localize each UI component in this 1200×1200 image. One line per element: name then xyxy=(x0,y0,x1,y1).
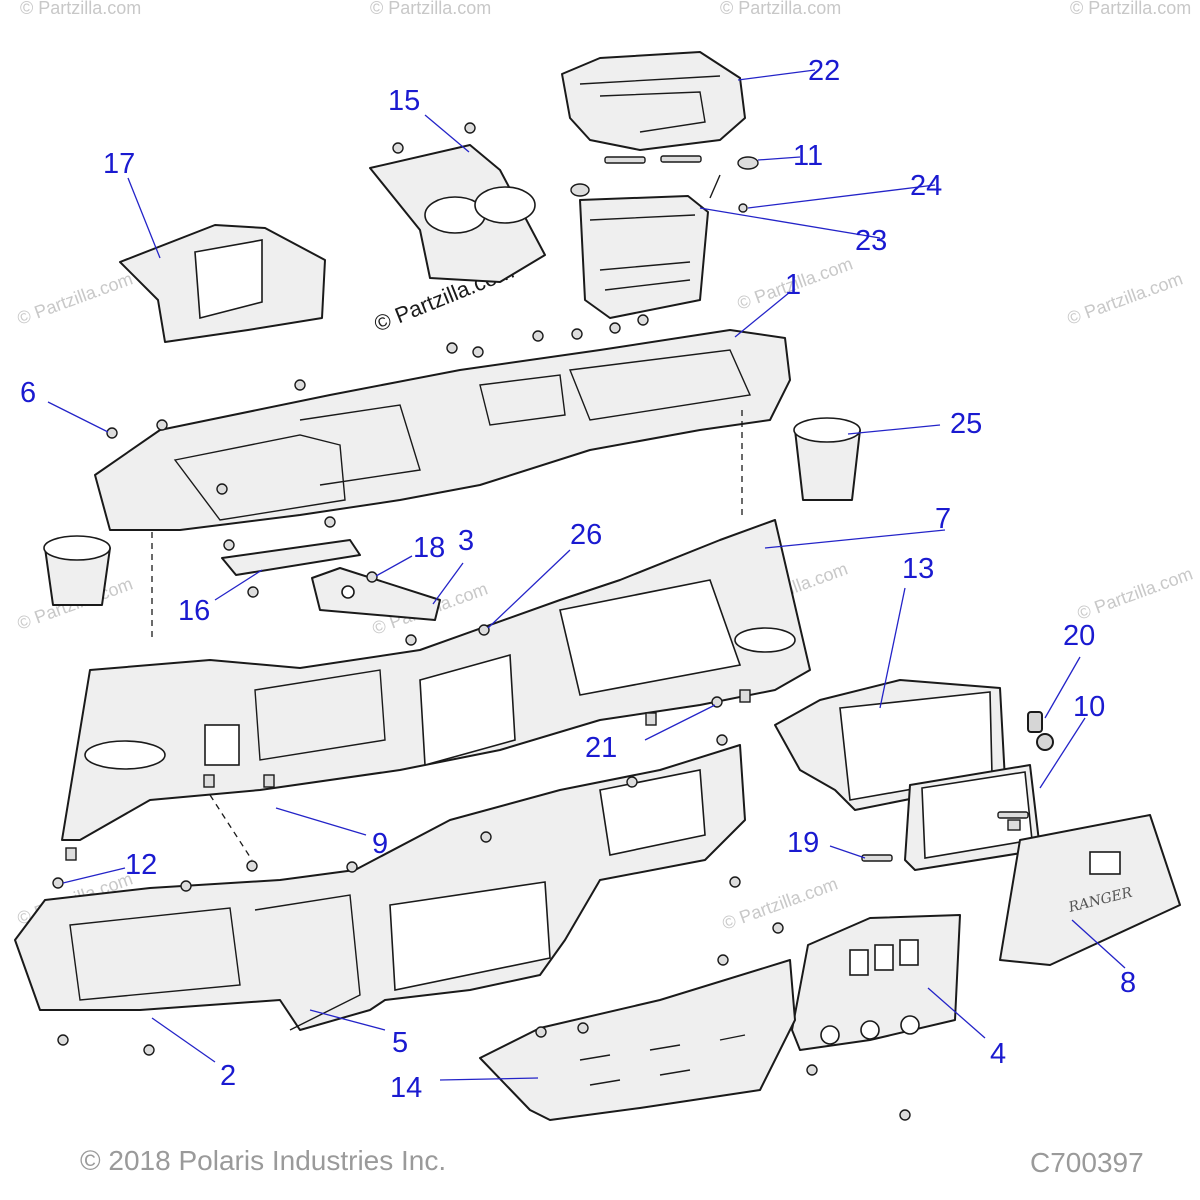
callout-labels: 1 2 3 4 5 6 7 8 9 10 11 12 13 14 15 16 1… xyxy=(20,55,1136,1104)
fasteners-lower xyxy=(52,624,911,1121)
part-1-upper-dash xyxy=(94,329,791,531)
watermark: © Partzilla.com xyxy=(1075,563,1196,623)
footer: © 2018 Polaris Industries Inc. C700397 xyxy=(80,1145,1144,1178)
callout-17: 17 xyxy=(103,148,135,180)
callout-19: 19 xyxy=(787,827,819,859)
callout-4: 4 xyxy=(990,1038,1006,1070)
callout-23: 23 xyxy=(855,225,887,257)
part-8-glovebox-door: RANGER xyxy=(999,814,1181,966)
fasteners-part-1 xyxy=(106,314,649,528)
watermark: © Partzilla.com xyxy=(1065,268,1186,328)
callout-16: 16 xyxy=(178,595,210,627)
part-16-plate xyxy=(221,539,361,598)
callout-3: 3 xyxy=(458,525,474,557)
callout-2: 2 xyxy=(220,1060,236,1092)
callout-22: 22 xyxy=(808,55,840,87)
part-23-storage-bin xyxy=(579,195,709,319)
callout-18: 18 xyxy=(413,532,445,564)
callout-10: 10 xyxy=(1073,691,1105,723)
callout-12: 12 xyxy=(125,849,157,881)
watermark: © Partzilla.com xyxy=(20,0,141,18)
callout-26: 26 xyxy=(570,519,602,551)
part-10-door-frame xyxy=(904,764,1041,871)
callout-20: 20 xyxy=(1063,620,1095,652)
callout-7: 7 xyxy=(935,503,951,535)
callout-6: 6 xyxy=(20,377,36,409)
alignment-lines xyxy=(151,410,743,861)
part-22-top-cover xyxy=(561,51,746,151)
callout-8: 8 xyxy=(1120,967,1136,999)
callout-25: 25 xyxy=(950,408,982,440)
callout-9: 9 xyxy=(372,828,388,860)
part-13-glovebox-housing xyxy=(774,679,1006,811)
callout-1: 1 xyxy=(785,269,801,301)
part-3-bracket xyxy=(311,567,441,621)
part-20-latch xyxy=(1027,711,1054,751)
part-15-cupholder-panel xyxy=(369,122,546,283)
callout-21: 21 xyxy=(585,732,617,764)
callout-24: 24 xyxy=(910,170,942,202)
part-17-gauge-pod xyxy=(119,224,326,343)
part-5-lower-dash xyxy=(14,744,746,1031)
part-14-lower-cover xyxy=(479,959,796,1121)
watermark: © Partzilla.com xyxy=(1070,0,1191,18)
fasteners-upper xyxy=(570,155,759,213)
callout-15: 15 xyxy=(388,85,420,117)
watermark: © Partzilla.com xyxy=(720,0,841,18)
callout-13: 13 xyxy=(902,553,934,585)
part-7-dash-frame xyxy=(61,519,811,841)
part-25-cupholders xyxy=(43,417,861,606)
callout-11: 11 xyxy=(793,140,823,172)
watermark: © Partzilla.com xyxy=(15,268,136,328)
callout-5: 5 xyxy=(392,1027,408,1059)
copyright-text: © 2018 Polaris Industries Inc. xyxy=(80,1145,446,1176)
leader-lines xyxy=(47,69,1126,1081)
drawing-number: C700397 xyxy=(1030,1147,1144,1178)
watermark: © Partzilla.com xyxy=(370,0,491,18)
callout-14: 14 xyxy=(390,1072,422,1104)
part-4-switch-panel xyxy=(791,914,961,1051)
